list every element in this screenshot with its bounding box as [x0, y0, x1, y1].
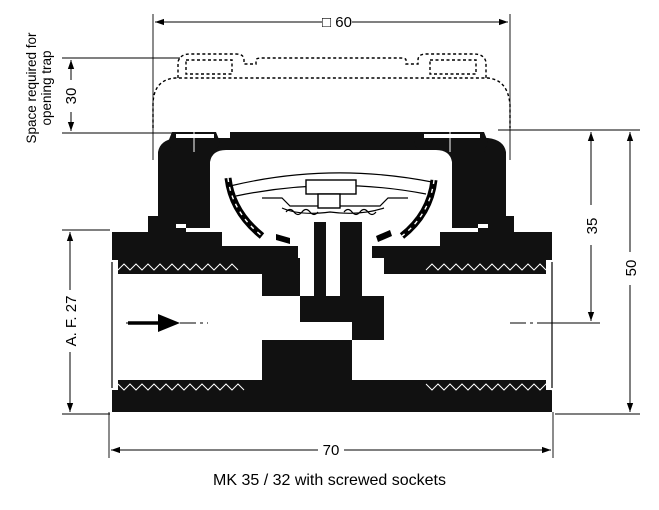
trap-body	[111, 132, 553, 412]
top-width-label: □ 60	[322, 14, 352, 31]
dimension-top-width: □ 60	[152, 14, 511, 160]
height-35-label: 35	[584, 218, 601, 235]
figure-caption: MK 35 / 32 with screwed sockets	[213, 472, 446, 489]
length-label: 70	[323, 442, 340, 459]
dimension-opening-space: 30 Space required for opening trap	[24, 32, 180, 144]
opening-space-label-line2: opening trap	[39, 50, 54, 125]
opening-space-label-line1: Space required for	[24, 32, 39, 144]
cover-opening-outline	[152, 53, 511, 128]
across-flats-label: A. F. 27	[63, 296, 80, 347]
height-50-label: 50	[623, 260, 640, 277]
dimension-length: 70	[108, 412, 554, 459]
flow-direction-arrow	[128, 314, 180, 332]
dimension-across-flats: A. F. 27	[62, 229, 110, 415]
opening-space-value: 30	[63, 88, 80, 105]
